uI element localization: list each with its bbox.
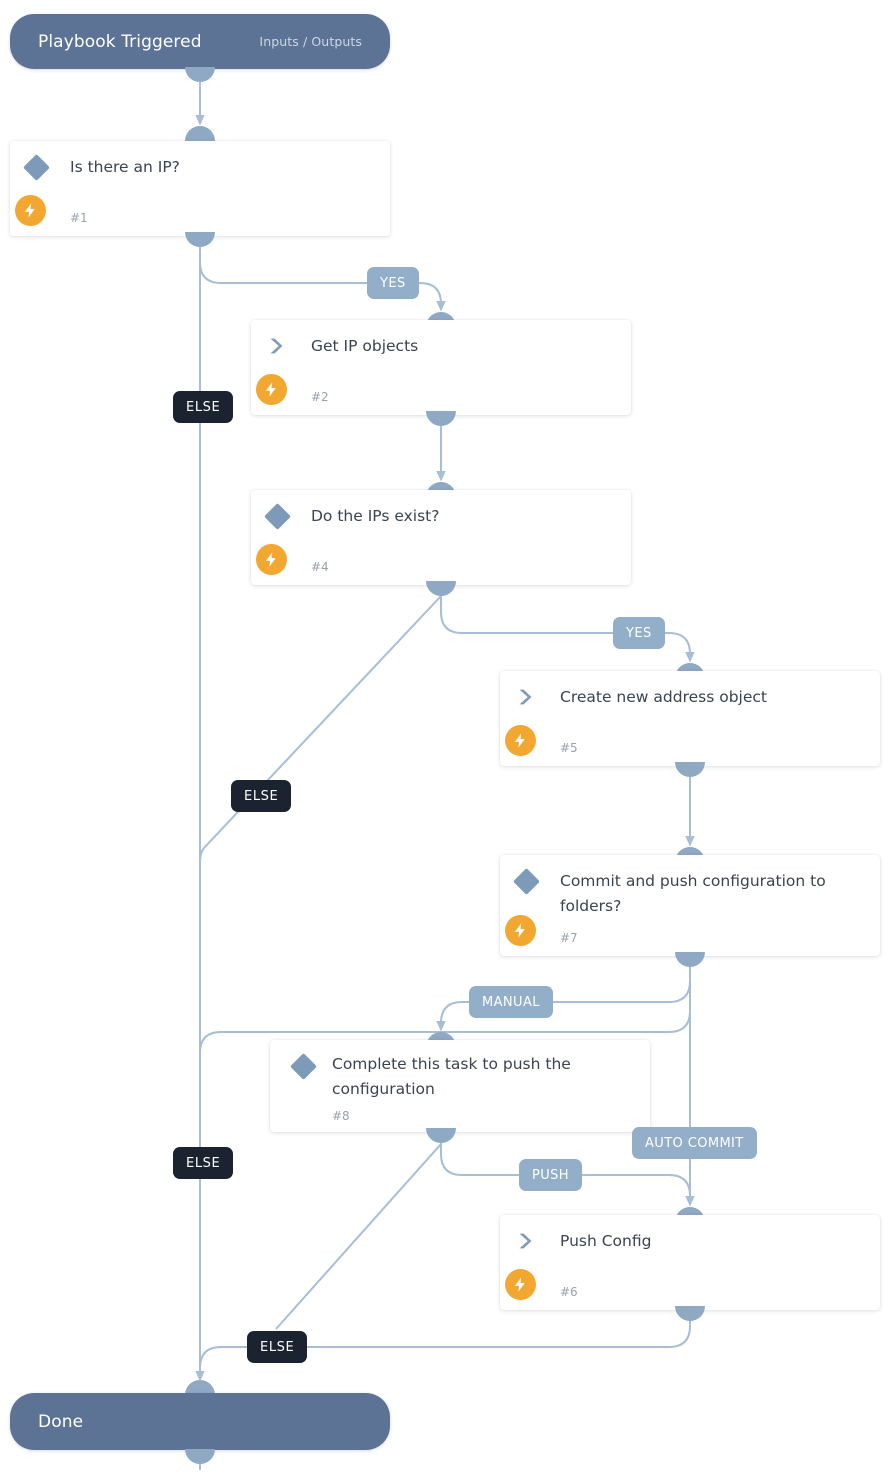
node-number: #5	[560, 741, 578, 755]
branch-label-text: PUSH	[532, 1167, 569, 1183]
node-number: #6	[560, 1285, 578, 1299]
end-node-out-port	[185, 1449, 215, 1464]
condition-diamond-icon	[513, 868, 540, 895]
branch-label-text: ELSE	[186, 399, 221, 415]
node-card-n7[interactable]: Commit and push configuration to folders…	[500, 855, 880, 956]
n2-out-port	[426, 411, 456, 426]
wire-push-to-n6	[567, 1174, 691, 1203]
condition-diamond-icon	[290, 1053, 317, 1080]
node-title: Push Config	[560, 1232, 652, 1250]
wire-n8-push	[440, 1130, 524, 1176]
node-card-n5[interactable]: Create new address object #5	[500, 671, 880, 766]
node-title: Complete this task to push the configura…	[332, 1055, 571, 1098]
n7-out-port	[675, 952, 705, 967]
end-node-title: Done	[38, 1411, 84, 1432]
n4-out-port	[426, 581, 456, 596]
n5-out-port	[675, 762, 705, 777]
n1-out-port	[185, 232, 215, 247]
wire-n8-else-tail	[199, 1346, 248, 1369]
branch-label-manual-n7[interactable]: MANUAL	[469, 986, 553, 1018]
node-number: #2	[311, 390, 329, 404]
branch-label-push-n8[interactable]: PUSH	[519, 1159, 582, 1191]
n1-in-port	[185, 126, 215, 141]
node-title: Is there an IP?	[70, 158, 180, 176]
branch-label-text: YES	[380, 275, 406, 291]
action-chevron-icon	[514, 686, 538, 710]
start-node-title: Playbook Triggered	[38, 31, 202, 52]
condition-diamond-icon	[23, 154, 50, 181]
node-card-n1[interactable]: Is there an IP? #1	[10, 141, 390, 236]
branch-label-else-n1[interactable]: ELSE	[173, 391, 234, 423]
wire-n6-else	[300, 1306, 691, 1348]
lightning-bolt-icon	[505, 725, 536, 756]
node-card-n6[interactable]: Push Config #6	[500, 1215, 880, 1310]
node-card-n4[interactable]: Do the IPs exist? #4	[251, 490, 631, 585]
node-title: Get IP objects	[311, 337, 419, 355]
wire-n8-else	[275, 1130, 442, 1330]
branch-label-text: ELSE	[186, 1155, 221, 1171]
branch-label-auto-commit-n7[interactable]: AUTO COMMIT	[632, 1127, 757, 1159]
start-node-out-port	[185, 67, 215, 82]
node-number: #4	[311, 560, 329, 574]
end-node[interactable]: Done	[10, 1393, 390, 1450]
lightning-bolt-icon	[505, 1269, 536, 1300]
branch-label-else-n8[interactable]: ELSE	[247, 1331, 308, 1363]
wire-n4-yes	[440, 582, 614, 634]
node-title: Create new address object	[560, 688, 767, 706]
condition-diamond-icon	[264, 503, 291, 530]
node-number: #7	[560, 931, 578, 945]
branch-label-else-n4[interactable]: ELSE	[231, 780, 292, 812]
n8-out-port	[426, 1128, 456, 1143]
action-chevron-icon	[514, 1230, 538, 1254]
branch-label-text: ELSE	[260, 1339, 295, 1355]
lightning-bolt-icon	[256, 544, 287, 575]
wire-n7-manual	[551, 962, 691, 1003]
node-card-n8[interactable]: Complete this task to push the configura…	[270, 1040, 650, 1132]
branch-label-text: MANUAL	[482, 994, 540, 1010]
wire-n1-yes	[199, 240, 367, 284]
branch-label-text: YES	[626, 625, 652, 641]
branch-label-text: AUTO COMMIT	[645, 1135, 744, 1151]
lightning-bolt-icon	[256, 374, 287, 405]
node-number: #1	[70, 211, 88, 225]
branch-label-yes-n1[interactable]: YES	[367, 267, 419, 299]
n6-out-port	[675, 1306, 705, 1321]
wire-manual-to-n8	[436, 1001, 469, 1032]
branch-label-yes-n4[interactable]: YES	[613, 617, 665, 649]
action-chevron-icon	[265, 335, 289, 359]
wire-n4-else	[199, 582, 442, 863]
node-title: Do the IPs exist?	[311, 507, 440, 525]
node-title: Commit and push configuration to folders…	[560, 872, 826, 915]
branch-label-text: ELSE	[244, 788, 279, 804]
branch-label-else-n7[interactable]: ELSE	[173, 1147, 234, 1179]
node-number: #8	[332, 1109, 350, 1123]
end-node-in-port	[185, 1380, 215, 1395]
node-card-n2[interactable]: Get IP objects #2	[251, 320, 631, 415]
start-node[interactable]: Playbook Triggered Inputs / Outputs	[10, 14, 390, 69]
lightning-bolt-icon	[15, 195, 46, 226]
start-node-inputs-outputs[interactable]: Inputs / Outputs	[259, 34, 362, 49]
lightning-bolt-icon	[505, 915, 536, 946]
